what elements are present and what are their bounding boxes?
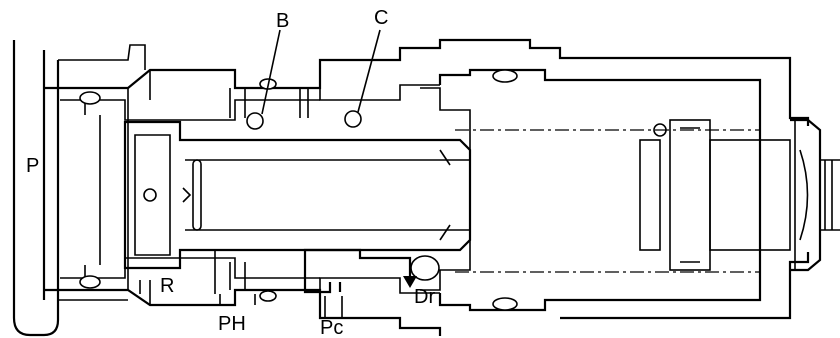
detail-circle-c bbox=[344, 110, 362, 128]
drain-flow-path bbox=[303, 248, 417, 294]
leader-line-b bbox=[261, 29, 281, 115]
label-detail-b: B bbox=[276, 10, 289, 32]
port-lines bbox=[139, 250, 343, 318]
port-housing-left bbox=[12, 40, 60, 337]
label-port-p: P bbox=[26, 155, 39, 177]
detail-circle-b bbox=[246, 112, 264, 130]
label-port-pc: Pc bbox=[320, 317, 343, 338]
label-port-r: R bbox=[160, 275, 174, 297]
label-detail-c: C bbox=[374, 7, 388, 29]
adjusting-nut bbox=[790, 118, 840, 272]
piston-sleeve bbox=[420, 68, 791, 312]
label-port-ph: PH bbox=[218, 313, 246, 335]
leader-line-c bbox=[357, 29, 381, 113]
o-rings bbox=[79, 69, 518, 311]
spool bbox=[123, 120, 472, 270]
label-port-dr: Dr bbox=[414, 286, 435, 308]
detail-markers bbox=[246, 29, 381, 130]
